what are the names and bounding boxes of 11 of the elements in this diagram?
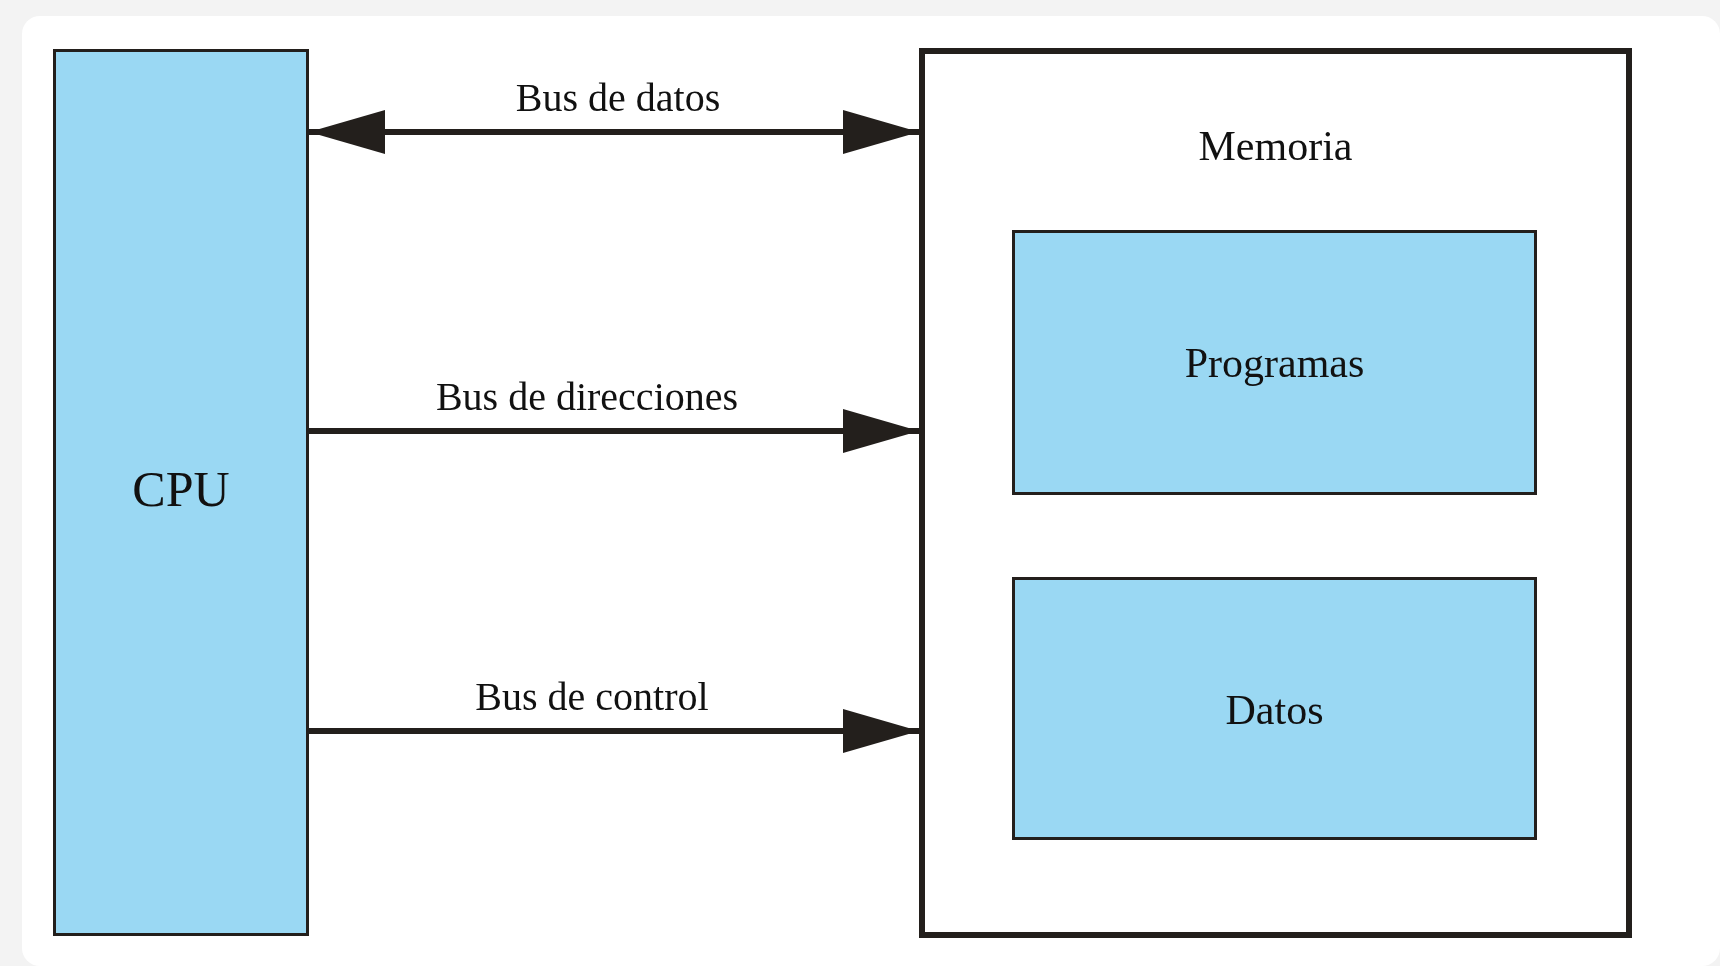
memory-block — [919, 48, 1632, 938]
block-label: Programas — [1183, 339, 1366, 387]
block-label: Datos — [1224, 686, 1325, 734]
block-label: Memoria — [1197, 122, 1354, 170]
block-label: CPU — [131, 460, 231, 518]
bus-arrow — [309, 709, 919, 753]
memory-block — [53, 49, 309, 936]
memory-block — [1012, 577, 1537, 840]
bus-arrow — [309, 110, 919, 154]
bus-arrow — [309, 409, 919, 453]
memory-block — [1012, 230, 1537, 495]
